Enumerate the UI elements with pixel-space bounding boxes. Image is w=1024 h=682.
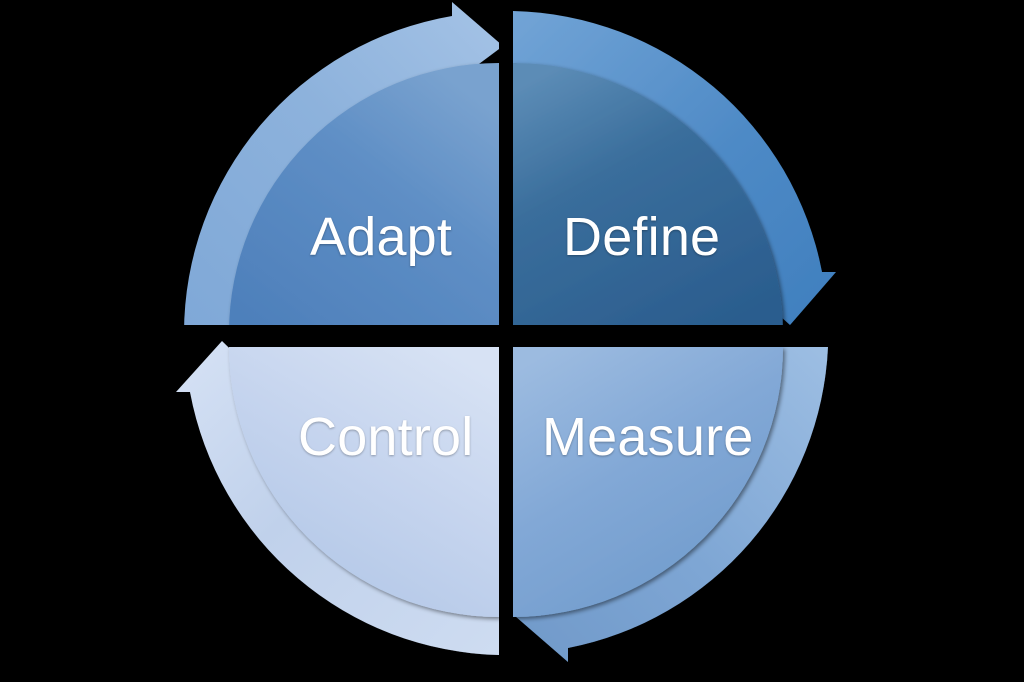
quadrant-measure[interactable] — [513, 347, 783, 617]
quadrant-adapt[interactable] — [229, 63, 499, 333]
quadrant-define[interactable] — [513, 63, 783, 333]
quadrant-control[interactable] — [229, 347, 499, 617]
arrow-adapt — [184, 2, 503, 333]
